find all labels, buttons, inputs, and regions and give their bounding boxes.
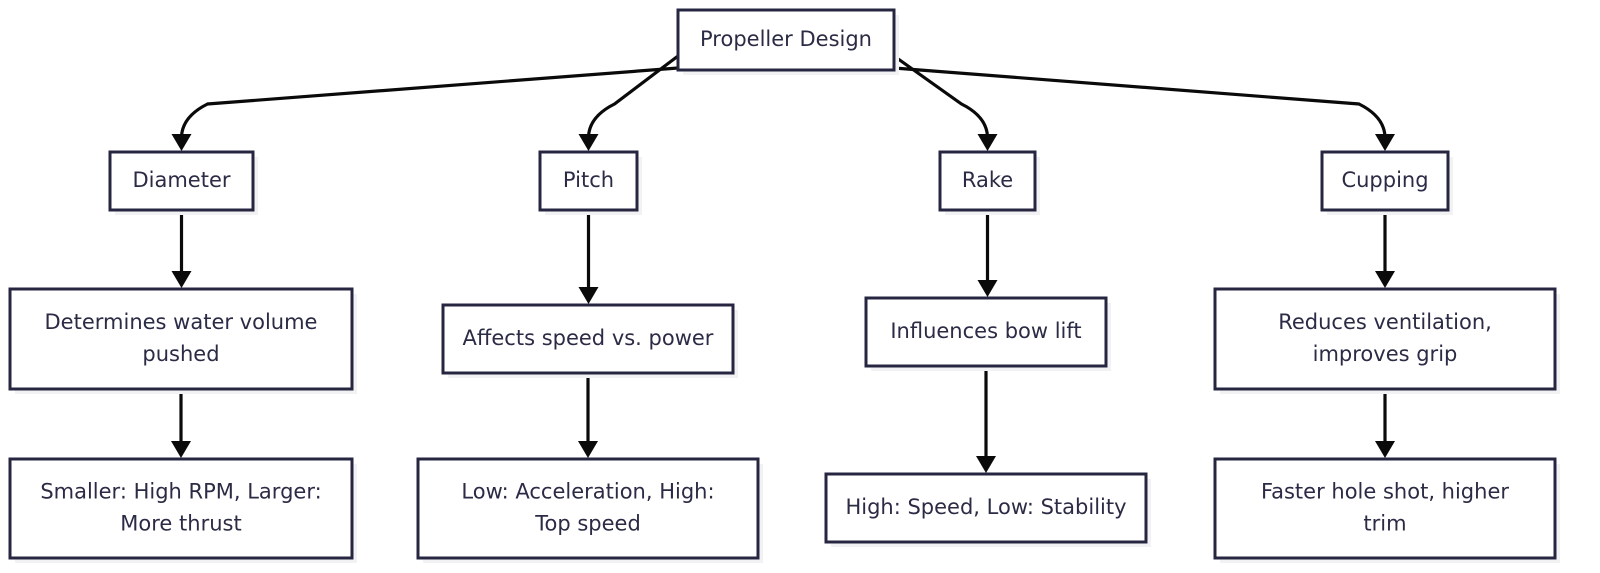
edge-root-to-diameter-arrowhead <box>171 134 192 151</box>
node-pitch-label: Pitch <box>563 168 614 192</box>
edge-diameter-detail-to-outcome-arrowhead <box>171 441 191 458</box>
node-pitch-detail-label: Affects speed vs. power <box>463 326 714 350</box>
node-rake-outcome[interactable]: High: Speed, Low: Stability <box>824 472 1151 547</box>
node-root-label: Propeller Design <box>700 27 872 51</box>
edge-root-to-rake <box>893 54 990 139</box>
node-pitch-outcome[interactable]: Low: Acceleration, High:Top speed <box>416 457 763 563</box>
edge-root-to-cupping-arrowhead <box>1375 134 1395 151</box>
edge-root-to-rake-arrowhead <box>977 134 998 151</box>
edge-cupping-to-detail-arrowhead <box>1375 271 1395 288</box>
node-pitch-outcome-label: Low: Acceleration, High:Top speed <box>461 480 714 536</box>
edge-rake-detail-to-outcome-arrowhead <box>976 456 996 473</box>
node-rake-label: Rake <box>962 168 1013 192</box>
node-diameter-outcome[interactable]: Smaller: High RPM, Larger:More thrust <box>8 457 357 563</box>
edge-rake-to-detail-arrowhead <box>977 280 998 297</box>
node-rake-outcome-label: High: Speed, Low: Stability <box>845 495 1126 519</box>
edge-layer <box>171 54 1395 473</box>
node-pitch-detail[interactable]: Affects speed vs. power <box>441 303 738 378</box>
edge-root-to-diameter <box>179 66 679 139</box>
node-rake[interactable]: Rake <box>938 150 1040 215</box>
node-pitch[interactable]: Pitch <box>538 150 642 215</box>
edge-cupping-detail-to-outcome-arrowhead <box>1375 441 1395 458</box>
edge-root-to-pitch-arrowhead <box>578 134 599 151</box>
node-rake-detail[interactable]: Influences bow lift <box>864 296 1111 371</box>
edge-pitch-to-detail-arrowhead <box>578 287 599 304</box>
node-cupping-label: Cupping <box>1341 168 1428 192</box>
edge-root-to-cupping <box>893 66 1387 139</box>
node-cupping-detail-label: Reduces ventilation,improves grip <box>1278 310 1492 366</box>
node-root[interactable]: Propeller Design <box>676 8 899 75</box>
node-diameter-label: Diameter <box>132 168 230 192</box>
node-rake-detail-label: Influences bow lift <box>890 319 1081 343</box>
node-cupping[interactable]: Cupping <box>1320 150 1453 215</box>
edge-root-to-pitch <box>586 54 679 139</box>
edge-diameter-to-detail-arrowhead <box>171 271 192 288</box>
node-diameter[interactable]: Diameter <box>108 150 258 215</box>
edge-pitch-detail-to-outcome-arrowhead <box>578 441 598 458</box>
node-diameter-outcome-label: Smaller: High RPM, Larger:More thrust <box>40 480 321 536</box>
node-cupping-detail[interactable]: Reduces ventilation,improves grip <box>1213 287 1560 394</box>
